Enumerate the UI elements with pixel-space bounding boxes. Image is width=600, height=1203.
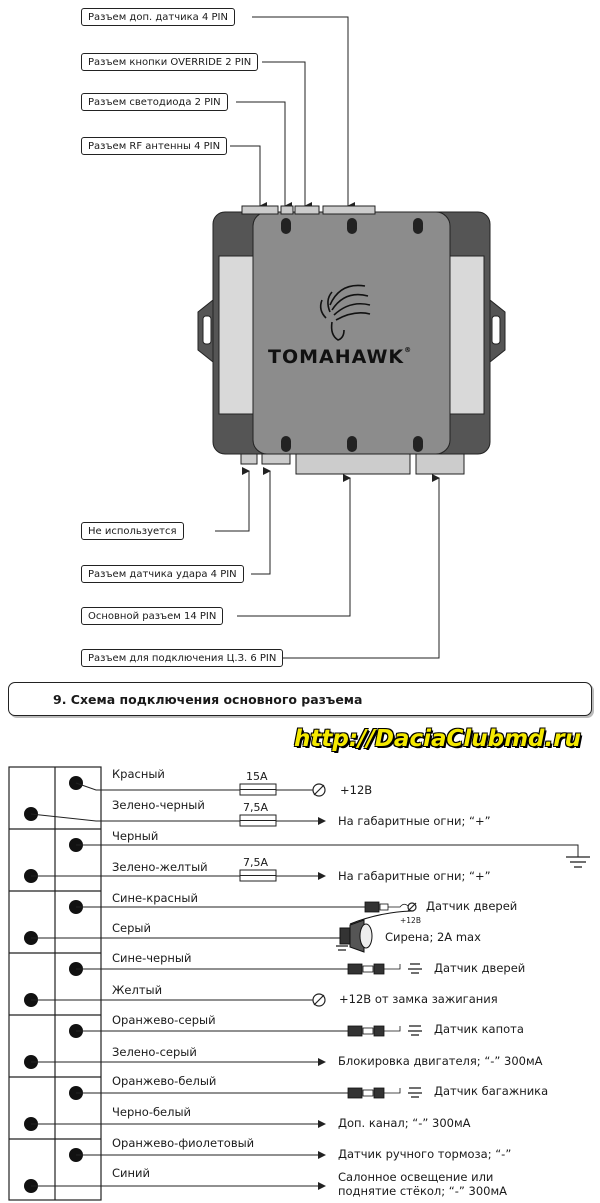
wire-label: Зелено-серый <box>112 1045 197 1059</box>
wire-label: Сине-черный <box>112 951 192 965</box>
label-led: Разъем светодиода 2 PIN <box>81 93 228 111</box>
label-main-connector: Основной разъем 14 PIN <box>81 607 224 625</box>
wire-label: Серый <box>112 921 151 935</box>
wire-destination: Салонное освещение или поднятие стёкол; … <box>338 1170 508 1198</box>
siren-note: +12В <box>400 916 421 925</box>
wire-label: Зелено-черный <box>112 798 205 812</box>
watermark-url: http://DaciaClubmd.ru <box>294 726 581 752</box>
wire-destination: Блокировка двигателя; “-” 300мА <box>338 1054 543 1068</box>
section-heading: 9. Схема подключения основного разъема <box>8 682 592 716</box>
connector-block <box>8 766 102 1201</box>
wire-destination: Датчик дверей <box>426 899 518 913</box>
label-shock-sensor: Разъем датчика удара 4 PIN <box>81 565 244 583</box>
wire-label: Оранжево-серый <box>112 1013 216 1027</box>
wire-label: Оранжево-белый <box>112 1074 217 1088</box>
wire-label: Желтый <box>112 983 163 997</box>
fuse-rating: 15A <box>246 770 268 783</box>
wire-destination: Доп. канал; “-” 300мА <box>338 1116 471 1130</box>
wire-destination: Сирена; 2A max <box>385 930 481 944</box>
wire-destination: Датчик дверей <box>434 961 526 975</box>
wire-label: Синий <box>112 1166 150 1180</box>
siren-icon <box>330 910 413 953</box>
sensor-plug-icons <box>347 901 409 1099</box>
wire-label: Зелено-желтый <box>112 860 208 874</box>
label-extra-sensor: Разъем доп. датчика 4 PIN <box>81 8 235 26</box>
wire-destination: Датчик багажника <box>434 1084 549 1098</box>
label-override-button: Разъем кнопки OVERRIDE 2 PIN <box>81 53 259 71</box>
wire-destination: +12В <box>340 783 373 797</box>
label-unused: Не используется <box>81 522 184 540</box>
wire-label: Черно-белый <box>112 1105 192 1119</box>
brand-name: TOMAHAWK <box>268 346 405 368</box>
fuse-symbols <box>239 783 277 882</box>
label-central-lock: Разъем для подключения Ц.З. 6 PIN <box>81 649 284 667</box>
alarm-unit <box>197 205 506 475</box>
section-title: 9. Схема подключения основного разъема <box>53 692 363 707</box>
wire-label: Сине-красный <box>112 891 198 905</box>
fuse-rating: 7,5А <box>243 856 269 869</box>
pin-dots <box>24 776 83 1193</box>
bottom-leaders <box>215 467 440 659</box>
wire-label: Черный <box>112 829 159 843</box>
top-leaders <box>230 16 355 210</box>
wire-label: Оранжево-фиолетовый <box>112 1136 255 1150</box>
wire-destination: Датчик ручного тормоза; “-” <box>338 1147 512 1161</box>
ground-icons <box>336 856 590 1098</box>
wire-label: Красный <box>112 767 165 781</box>
indian-head-logo-icon <box>319 284 371 341</box>
wire-destination: +12В от замка зажигания <box>339 992 498 1006</box>
wire-destination: Датчик капота <box>434 1022 524 1036</box>
trademark: ® <box>404 346 413 354</box>
brand-logo: TOMAHAWK® <box>268 346 412 368</box>
label-rf-antenna: Разъем RF антенны 4 PIN <box>81 137 228 155</box>
wire-destination: На габаритные огни; “+” <box>338 869 491 883</box>
fuse-rating: 7,5А <box>243 801 269 814</box>
wire-destination: На габаритные огни; “+” <box>338 814 491 828</box>
